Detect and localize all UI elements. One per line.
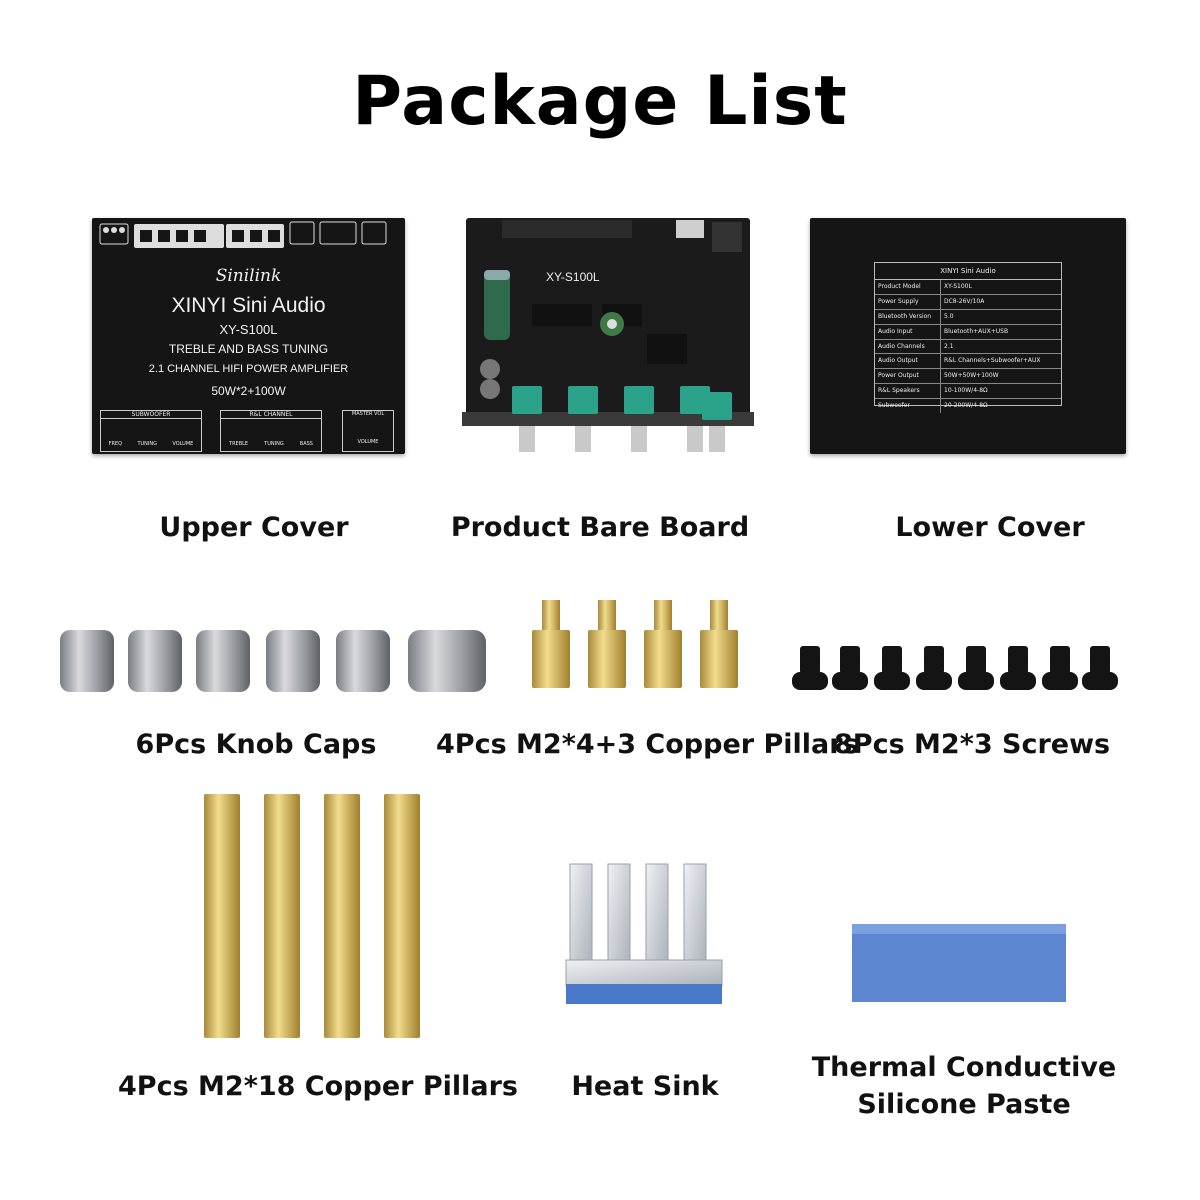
board-model-text: XY-S100L [546, 270, 600, 284]
knob-label: VOLUME [172, 441, 194, 447]
rl-channel-panel: R&L CHANNEL TREBLE TUNING BASS [220, 410, 322, 452]
knob-label: BASS [299, 441, 313, 447]
knob-label: TUNING [137, 441, 158, 447]
long-pillars-label: 4Pcs M2*18 Copper Pillars [118, 1071, 519, 1102]
bare-board-label: Product Bare Board [450, 512, 750, 543]
long-copper-pillar-icons [204, 794, 420, 1038]
spec-value: R&L Channels+Subwoofer+AUX [944, 357, 1041, 365]
knob-label: VOLUME [357, 439, 379, 445]
screw-icons [792, 646, 1118, 690]
spec-key: R&L Speakers [875, 384, 941, 399]
spec-value: 50W+50W+100W [944, 372, 999, 380]
copper-pillar-icons [532, 600, 738, 688]
connector-icons [99, 221, 387, 248]
screws-image [790, 642, 1122, 694]
thermal-paste-image [848, 918, 1070, 1006]
upper-cover-brand: Sinilink [215, 266, 282, 286]
knob-label: TREBLE [229, 441, 249, 447]
knob-caps-image [58, 626, 490, 696]
lower-cover-label: Lower Cover [895, 512, 1085, 543]
thermal-pad-icon [852, 924, 1066, 1002]
long-pillars-image [200, 792, 430, 1040]
spec-value: 20-200W/4-8Ω [944, 402, 988, 410]
spec-value: XY-S100L [944, 283, 972, 290]
knob-cap-icons [60, 630, 486, 692]
upper-cover-power: 50W*2+100W [211, 384, 286, 398]
upper-cover-name: XINYI Sini Audio [171, 294, 326, 317]
spec-value: 2.1 [944, 342, 954, 350]
upper-cover-model: XY-S100L [219, 322, 278, 337]
heat-sink-label: Heat Sink [571, 1071, 719, 1102]
circuit-board-icon [462, 218, 754, 452]
master-vol-header: MASTER VOL [351, 411, 385, 417]
upper-cover-line2: 2.1 CHANNEL HIFI POWER AMPLIFIER [148, 363, 349, 375]
subwoofer-header: SUBWOOFER [101, 411, 201, 419]
spec-value: 10-100W/4-8Ω [944, 387, 988, 395]
knob-caps-label: 6Pcs Knob Caps [135, 729, 377, 760]
upper-cover-image: Sinilink XINYI Sini Audio XY-S100L TREBL… [92, 218, 405, 454]
spec-key: Power Output [875, 369, 941, 384]
upper-cover-line1: TREBLE AND BASS TUNING [168, 342, 329, 356]
spec-value: Bluetooth+AUX+USB [944, 327, 1009, 335]
spec-key: Product Model [875, 280, 941, 294]
upper-cover-label: Upper Cover [159, 512, 349, 543]
knob-label: TUNING [264, 441, 284, 447]
heat-sink-image [560, 860, 728, 1008]
short-pillars-image [526, 598, 762, 690]
spec-key: Audio Input [875, 324, 941, 339]
page-title: Package List [352, 62, 848, 141]
spec-key: Audio Output [875, 354, 941, 369]
rl-channel-header: R&L CHANNEL [221, 411, 321, 419]
spec-value: 5.0 [944, 312, 954, 320]
spec-key: Bluetooth Version [875, 309, 941, 324]
screws-label: 8Pcs M2*3 Screws [834, 729, 1111, 760]
knob-label: FREQ [108, 441, 123, 447]
thermal-paste-label-line2: Silicone Paste [857, 1089, 1071, 1120]
bare-board-image: XY-S100L [462, 214, 754, 476]
subwoofer-panel: SUBWOOFER FREQ TUNING VOLUME [100, 410, 202, 452]
spec-value: DC8-26V/10A [944, 297, 985, 305]
master-vol-panel: MASTER VOL VOLUME [342, 410, 394, 452]
spec-key: Power Supply [875, 294, 941, 309]
spec-table-title: XINYI Sini Audio [875, 263, 1061, 280]
spec-key: Subwoofer [875, 399, 941, 414]
short-pillars-label: 4Pcs M2*4+3 Copper Pillars [436, 729, 859, 760]
heat-sink-icon [565, 863, 723, 1004]
spec-key: Audio Channels [875, 339, 941, 354]
thermal-paste-label-line1: Thermal Conductive [811, 1052, 1117, 1083]
